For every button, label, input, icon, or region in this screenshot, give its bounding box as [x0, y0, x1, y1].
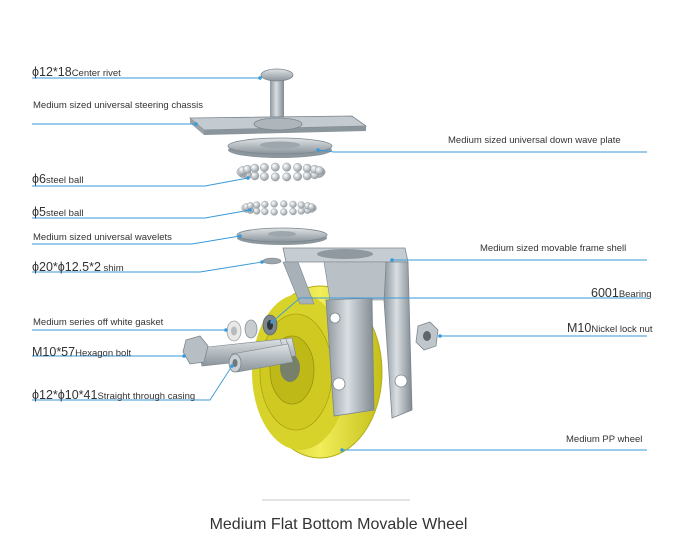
steel-ball [270, 200, 278, 208]
steel-ball [250, 171, 260, 181]
steel-ball [289, 200, 297, 209]
shim-part [262, 257, 282, 265]
label-chassis: Medium sized universal steering chassis [33, 100, 204, 111]
lock-nut-spec: M10 [567, 321, 592, 335]
leader-down-wave [317, 149, 647, 153]
leader-shim-dot [260, 260, 264, 264]
label-lock-nut: M10Nickel lock nut [567, 320, 653, 336]
steel-ball [302, 171, 312, 181]
leader-straight-casing-dot [230, 364, 234, 368]
leader-pp-wheel-dot [340, 448, 344, 452]
steel-ball [261, 208, 269, 216]
gasket-part [226, 319, 258, 342]
leader-wavelets [32, 235, 241, 245]
leader-steel-ball-6 [32, 177, 249, 187]
lock-nut-part [415, 321, 439, 351]
label-steel-ball-6: ϕ6steel ball [32, 171, 83, 187]
hex-bolt-spec: M10*57 [32, 345, 76, 359]
hex-bolt-name: Hexagon bolt [75, 348, 132, 359]
shim-spec: ϕ20*ϕ12.5*2 [32, 260, 101, 274]
center-rivet-spec: ϕ12*18 [32, 65, 72, 79]
center-rivet-part [260, 68, 294, 122]
steel-ball-5-name: steel ball [45, 208, 84, 219]
steel-ball [297, 201, 305, 209]
bearing-part [262, 314, 278, 336]
bearing-spec: 6001 [591, 286, 619, 300]
steel-ball [253, 207, 261, 215]
steel-ball [246, 202, 255, 210]
center-rivet-name: Center rivet [71, 68, 121, 79]
label-straight-casing: ϕ12*ϕ10*41Straight through casing [32, 387, 195, 403]
leader-frame-shell-dot [390, 258, 394, 262]
steel-ball-ring-5 [241, 200, 317, 216]
steering-chassis-part [188, 115, 368, 135]
steel-ball [282, 162, 292, 172]
steel-ball-6-name: steel ball [45, 175, 84, 186]
leader-center-rivet-dot [258, 76, 262, 80]
diagram-caption: Medium Flat Bottom Movable Wheel [209, 516, 468, 533]
label-center-rivet: ϕ12*18Center rivet [32, 64, 121, 80]
leader-steel-ball-5 [32, 209, 251, 219]
leader-hexagon-bolt-dot [182, 354, 186, 358]
leader-straight-casing [32, 365, 233, 401]
label-steel-ball-5: ϕ5steel ball [32, 204, 83, 220]
leader-bearing [271, 297, 647, 323]
down-wave-plate-part [227, 137, 333, 158]
label-shim: ϕ20*ϕ12.5*2 shim [32, 259, 124, 275]
steel-ball [308, 203, 316, 211]
leader-bearing-dot [270, 320, 274, 324]
label-down-wave-plate: Medium sized universal down wave plate [448, 135, 621, 146]
casing-name: Straight through casing [97, 391, 196, 402]
label-pp-wheel: Medium PP wheel [566, 434, 643, 445]
steel-ball [270, 162, 280, 172]
steel-ball [250, 163, 260, 173]
steel-ball [259, 172, 269, 181]
label-frame-shell: Medium sized movable frame shell [480, 243, 627, 254]
steel-ball [289, 208, 297, 216]
leader-steel-ball-6-dot [246, 176, 250, 180]
leader-lock-nut-dot [438, 334, 442, 338]
label-hexagon-bolt: M10*57Hexagon bolt [32, 344, 131, 360]
leader-steel-ball-5-dot [248, 208, 252, 212]
label-bearing: 6001Bearing [591, 285, 652, 301]
lock-nut-name: Nickel lock nut [591, 324, 653, 335]
steel-ball [282, 172, 292, 182]
leader-gasket-dot [224, 328, 228, 332]
leader-down-wave-dot [316, 148, 320, 152]
steel-ball [297, 207, 305, 215]
steel-ball [270, 172, 280, 182]
leader-shim [32, 261, 263, 273]
leader-chassis-dot [194, 122, 198, 126]
label-gasket: Medium series off white gasket [33, 317, 164, 328]
steel-ball [280, 208, 288, 216]
steel-ball [293, 163, 302, 172]
shim-name: shim [100, 263, 124, 274]
steel-ball-ring-6 [236, 162, 326, 182]
steel-ball [293, 172, 302, 181]
steel-ball [270, 208, 278, 216]
steel-ball [259, 163, 269, 172]
steel-ball [302, 163, 312, 173]
steel-ball [253, 201, 261, 209]
frame-shell-part [282, 247, 413, 419]
steel-ball [242, 164, 252, 174]
leader-wavelets-dot [238, 234, 242, 238]
wavelets-part [236, 227, 328, 245]
leader-lines [32, 76, 647, 452]
steel-ball-5-spec: ϕ5 [32, 205, 46, 219]
steel-ball-6-spec: ϕ6 [32, 172, 46, 186]
steel-ball [280, 200, 288, 208]
steel-ball [314, 166, 324, 176]
casing-spec: ϕ12*ϕ10*41 [32, 388, 98, 402]
steel-ball [261, 200, 269, 209]
bearing-name: Bearing [618, 289, 652, 300]
label-wavelets: Medium sized universal wavelets [33, 232, 172, 243]
